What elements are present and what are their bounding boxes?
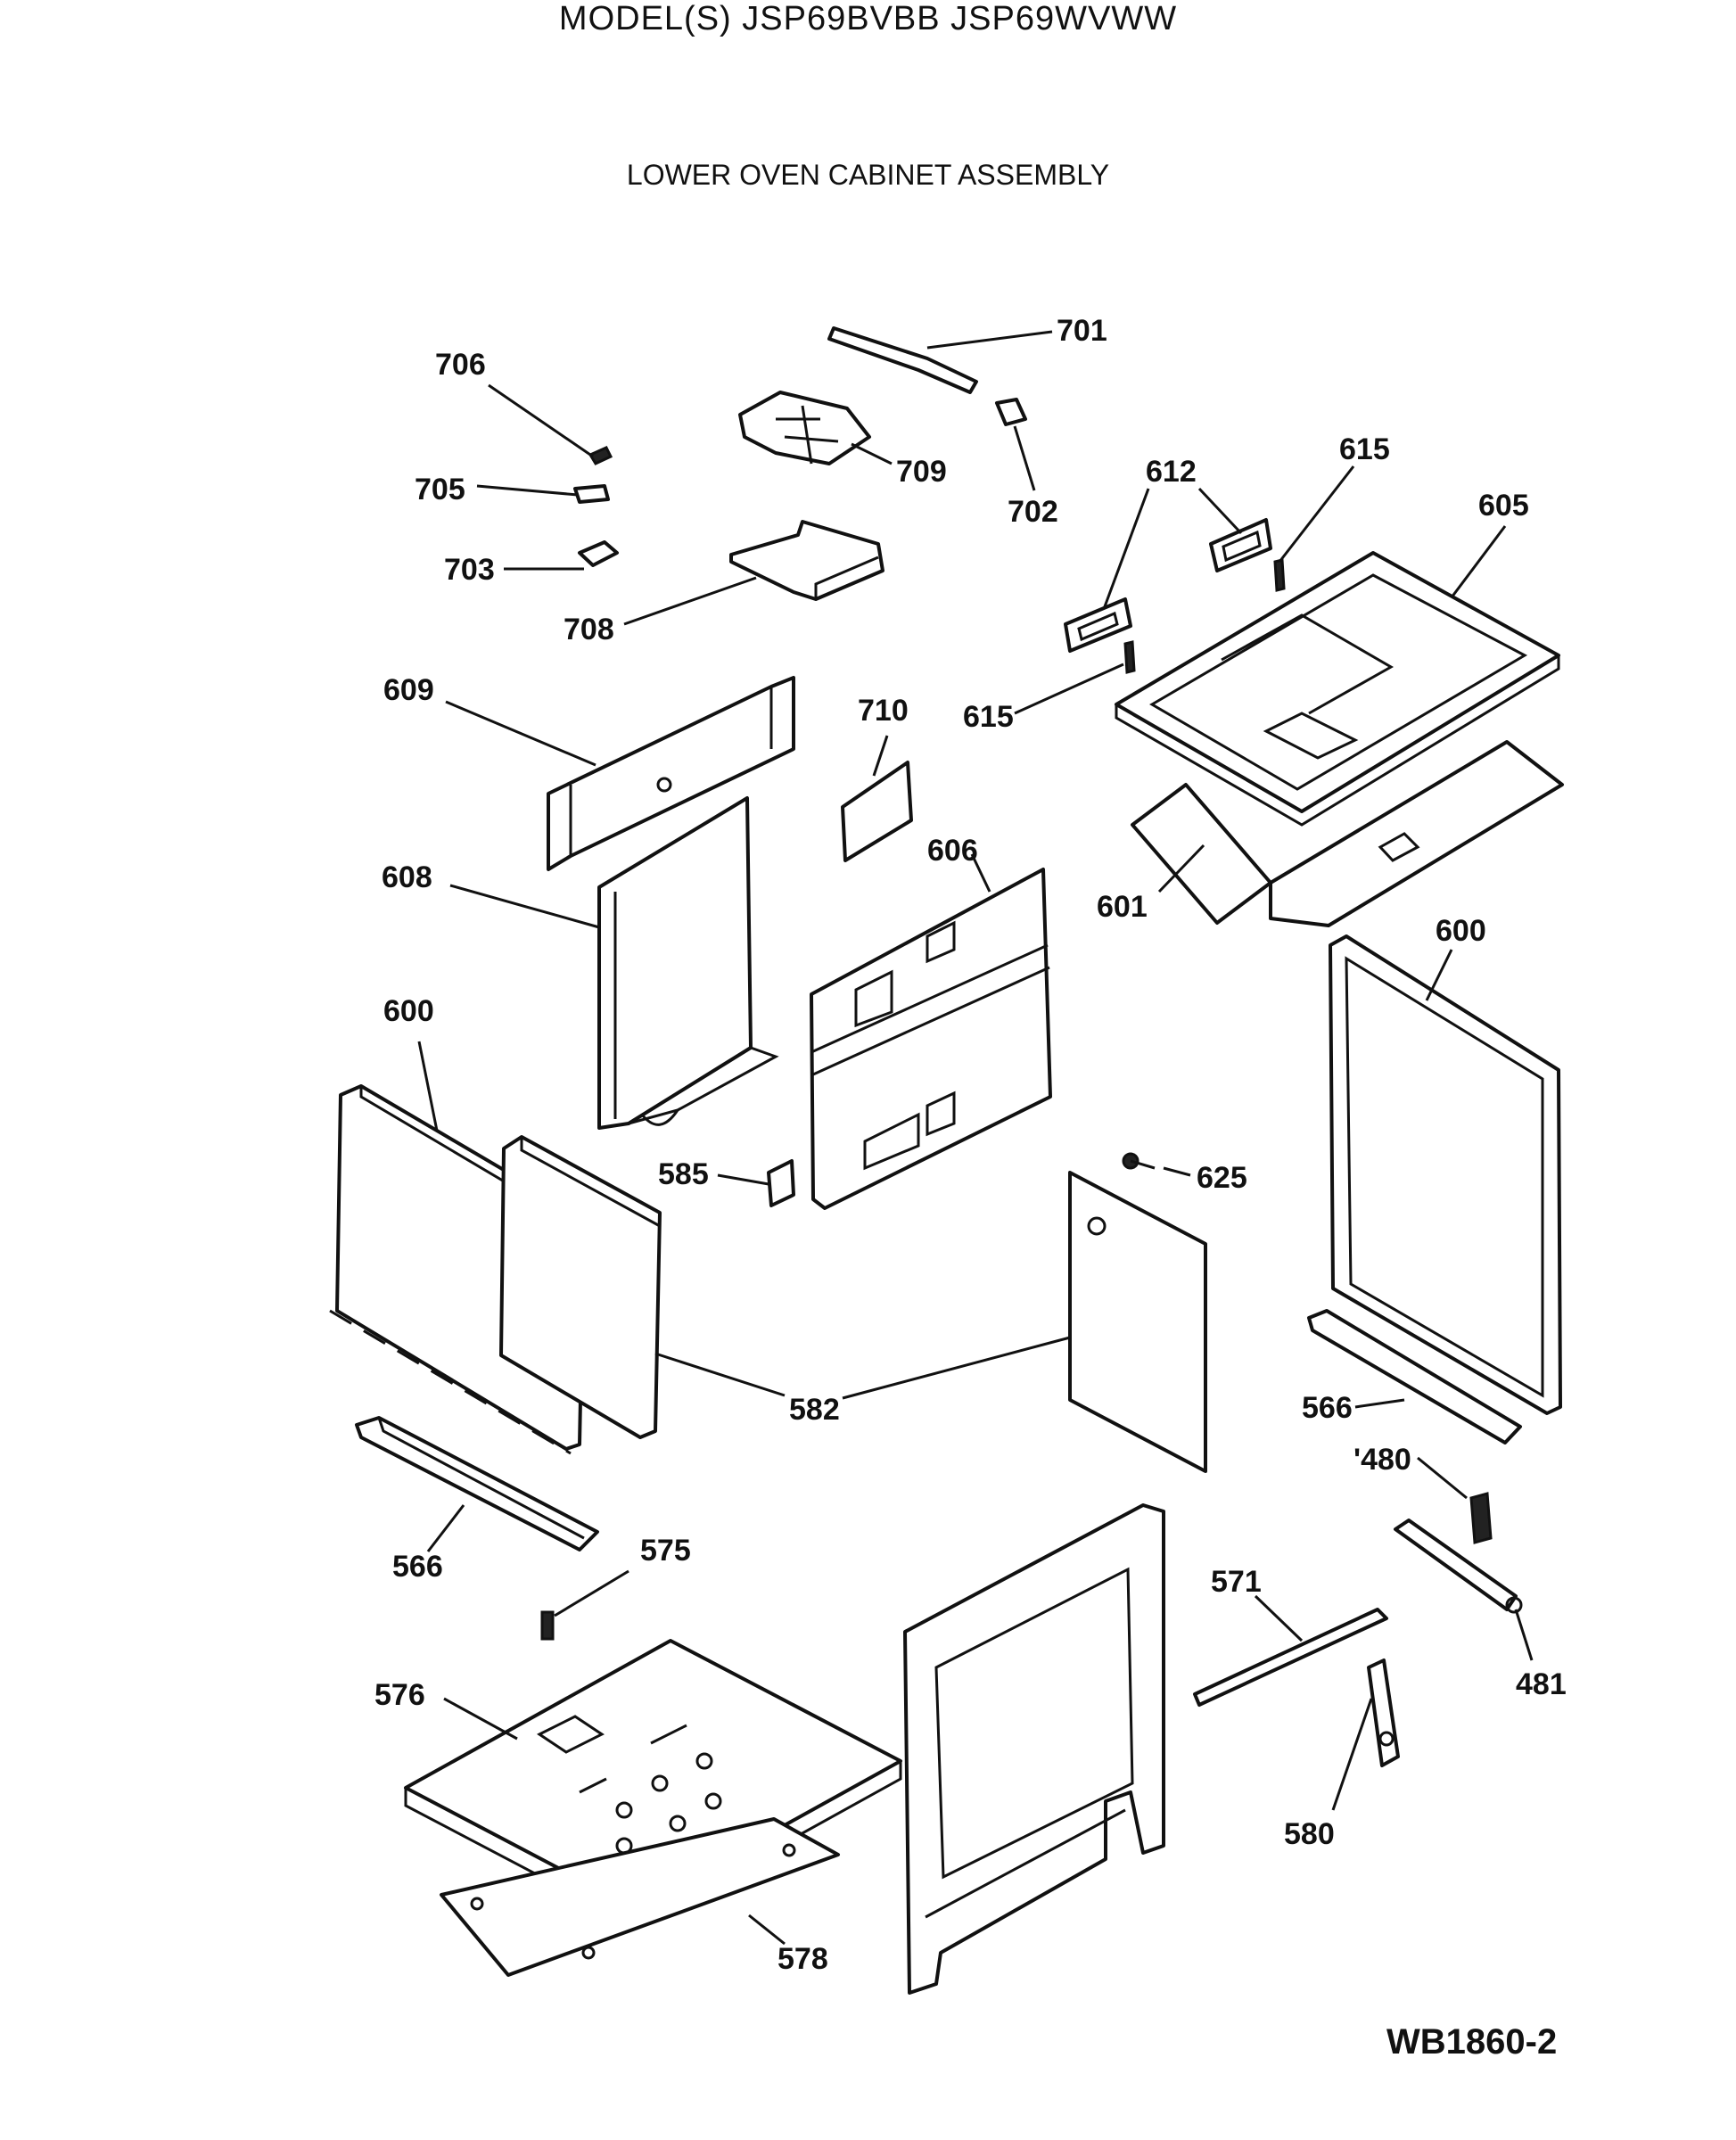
part-566-right-rail [1307,1309,1522,1444]
part-578-bottom-plate [440,1817,840,1977]
leader-582b [842,1336,1071,1400]
callout-601: 601 [1097,890,1148,924]
leader-608 [449,884,600,929]
leader-571 [1254,1594,1304,1642]
callout-566-left: 566 [392,1550,443,1584]
leader-706 [488,383,594,458]
leader-580 [1331,1698,1373,1811]
part-709-switch [738,391,871,465]
part-front-frame [903,1503,1165,1995]
part-710-label [841,761,913,862]
part-571-bar [1193,1608,1388,1707]
leader-575 [554,1569,629,1617]
leader-710 [872,735,889,777]
part-625-screw [1122,1152,1156,1170]
leader-612a [1102,488,1150,610]
callout-605: 605 [1478,489,1529,523]
part-585-bracket [767,1159,795,1207]
leader-582a [654,1352,786,1397]
leader-480 [1417,1456,1468,1500]
callout-709: 709 [896,455,947,489]
callout-705: 705 [415,473,465,506]
leader-601 [1157,844,1205,893]
callout-571: 571 [1211,1565,1262,1599]
part-703-bracket [578,540,619,567]
callout-576: 576 [374,1678,425,1712]
leader-709 [851,442,893,465]
leader-701 [926,330,1053,350]
leader-605 [1450,525,1507,598]
callout-578: 578 [777,1942,828,1976]
part-701-bracket [827,326,978,394]
part-601-plate [1131,740,1564,927]
drawing-number: WB1860-2 [1386,2022,1558,2062]
leader-600a [417,1041,439,1132]
callout-612: 612 [1146,455,1197,489]
callout-609: 609 [383,673,434,707]
callout-608: 608 [382,860,432,894]
leader-609 [445,700,596,767]
part-706-clip [588,446,613,465]
part-615-clip [1123,558,1286,674]
part-608-side-panel [597,796,779,1130]
callout-600-left: 600 [383,994,434,1028]
leader-615b [1014,663,1124,715]
callout-481: 481 [1516,1667,1567,1701]
callout-706: 706 [435,348,486,382]
leader-702 [1013,425,1036,491]
callout-580: 580 [1284,1817,1335,1851]
callout-710: 710 [858,694,909,728]
leader-576 [443,1697,518,1741]
part-705-pad [573,484,610,504]
leader-612b [1197,487,1243,535]
leader-615a [1278,465,1355,563]
part-480-switch [1469,1492,1493,1544]
callout-625: 625 [1197,1161,1247,1195]
leader-600b [1425,949,1453,1001]
part-702-block [995,398,1027,426]
callout-585: 585 [658,1157,709,1191]
model-title: MODEL(S) JSP69BVBB JSP69WVWW [558,0,1178,37]
leader-606 [970,853,991,893]
leader-708 [623,576,757,626]
callout-606: 606 [927,834,978,868]
part-575-screw [540,1610,555,1641]
leader-585 [717,1173,769,1186]
callout-582: 582 [789,1393,840,1427]
leader-566b [1354,1398,1405,1409]
leader-481 [1514,1609,1534,1661]
callout-702: 702 [1008,495,1058,529]
part-605-frame [1115,551,1560,827]
part-609-strip [547,676,795,871]
part-566-left-rail [355,1416,599,1552]
leader-566a [426,1504,465,1552]
callout-615-top: 615 [1339,432,1390,466]
callout-600-right: 600 [1436,914,1486,948]
callout-480: '480 [1353,1443,1411,1477]
part-600-right-side-panel [1329,934,1562,1415]
part-580-bracket [1367,1658,1400,1767]
callout-566-right: 566 [1302,1391,1353,1425]
leader-705 [476,484,579,497]
leader-578 [748,1914,786,1946]
part-582-left-liner [499,1135,662,1439]
callout-708: 708 [564,613,614,646]
callout-703: 703 [444,553,495,587]
callout-615-mid: 615 [963,700,1014,734]
part-481-rail [1394,1519,1523,1614]
part-606-back-panel [810,868,1052,1210]
assembly-title: LOWER OVEN CABINET ASSEMBLY [626,159,1110,191]
leader-625 [1163,1166,1191,1177]
callout-575: 575 [640,1534,691,1568]
callout-701: 701 [1057,314,1107,348]
part-582-right-liner [1068,1171,1207,1473]
part-708-plate [729,520,884,601]
